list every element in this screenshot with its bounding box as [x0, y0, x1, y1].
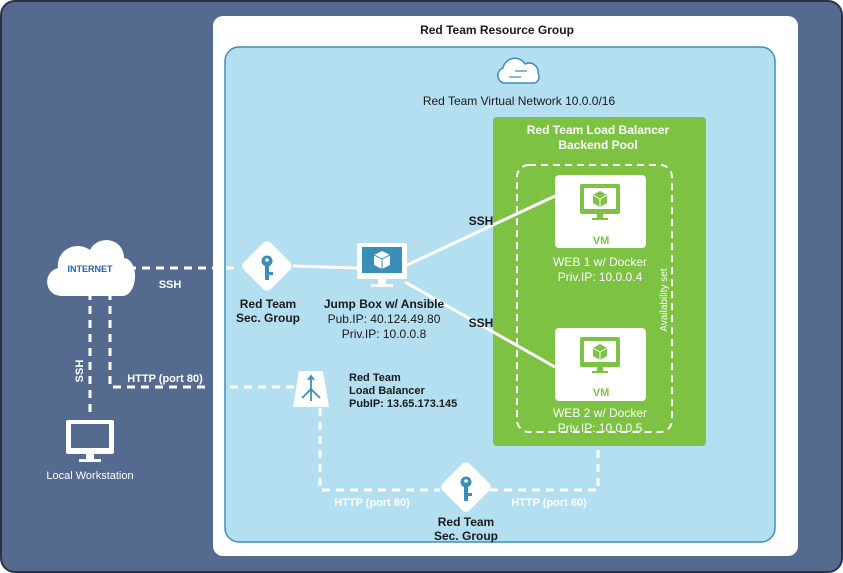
web2-vm-label: VM — [593, 387, 610, 399]
label-http-lb-bottom: HTTP (port 80) — [334, 497, 410, 509]
label-http-internet: HTTP (port 80) — [127, 373, 203, 385]
web1-priv-ip: Priv.IP: 10.0.0.4 — [558, 270, 643, 284]
jump-box-name: Jump Box w/ Ansible — [324, 297, 445, 311]
jump-box-priv-ip: Priv.IP: 10.0.0.8 — [342, 327, 427, 341]
load-balancer-pub-ip: PubIP: 13.65.173.145 — [349, 398, 457, 410]
security-group-top-icon — [242, 241, 292, 291]
label-ssh-web1: SSH — [469, 214, 494, 228]
availability-set-label: Availability set — [659, 268, 670, 331]
security-group-bottom-line1: Red Team — [438, 515, 494, 529]
label-ssh-web2: SSH — [469, 316, 494, 330]
link-lb-to-secgroup-bottom — [318, 408, 440, 492]
label-ssh-internet: SSH — [159, 279, 182, 291]
vnet-cloud-icon — [497, 57, 540, 84]
load-balancer-line2: Load Balancer — [349, 385, 426, 397]
load-balancer-line1: Red Team — [349, 372, 401, 384]
jump-box-pub-ip: Pub.IP: 40.124.49.80 — [328, 312, 441, 326]
connection-lines — [88, 194, 600, 492]
internet-label: INTERNET — [68, 264, 114, 274]
link-internet-to-lb — [108, 292, 205, 389]
availability-set-box — [516, 164, 673, 433]
label-ssh-local: SSH — [74, 360, 86, 383]
vnet-title: Red Team Virtual Network 10.0.0/16 — [423, 94, 616, 108]
security-group-top-line1: Red Team — [240, 297, 296, 311]
security-group-bottom-line2: Sec. Group — [434, 529, 498, 543]
security-group-top-line2: Sec. Group — [236, 311, 300, 325]
link-secgroup-to-jumpbox — [292, 264, 359, 270]
load-balancer-icon — [293, 371, 329, 407]
local-workstation-label: Local Workstation — [46, 470, 133, 482]
web2-name: WEB 2 w/ Docker — [553, 406, 647, 420]
link-jumpbox-to-web1 — [404, 194, 556, 268]
backend-pool-title-line2: Backend Pool — [558, 138, 637, 152]
backend-pool-title-line1: Red Team Load Balancer — [527, 123, 670, 137]
web1-vm-label: VM — [593, 235, 610, 247]
internet-cloud-icon — [47, 240, 136, 296]
link-secgroup-bottom-to-backend — [490, 446, 600, 492]
jump-box-vm-icon — [357, 243, 407, 287]
web1-name: WEB 1 w/ Docker — [553, 255, 647, 269]
web2-priv-ip: Priv.IP: 10.0.0.5 — [558, 421, 643, 435]
security-group-bottom-icon — [441, 462, 491, 512]
resource-group-title: Red Team Resource Group — [420, 23, 574, 37]
monitor-icon — [66, 420, 114, 462]
web2-monitor-icon — [580, 337, 620, 373]
web1-monitor-icon — [580, 184, 620, 220]
label-http-backend-bottom: HTTP (port 80) — [511, 497, 587, 509]
link-jumpbox-to-web2 — [404, 280, 556, 369]
